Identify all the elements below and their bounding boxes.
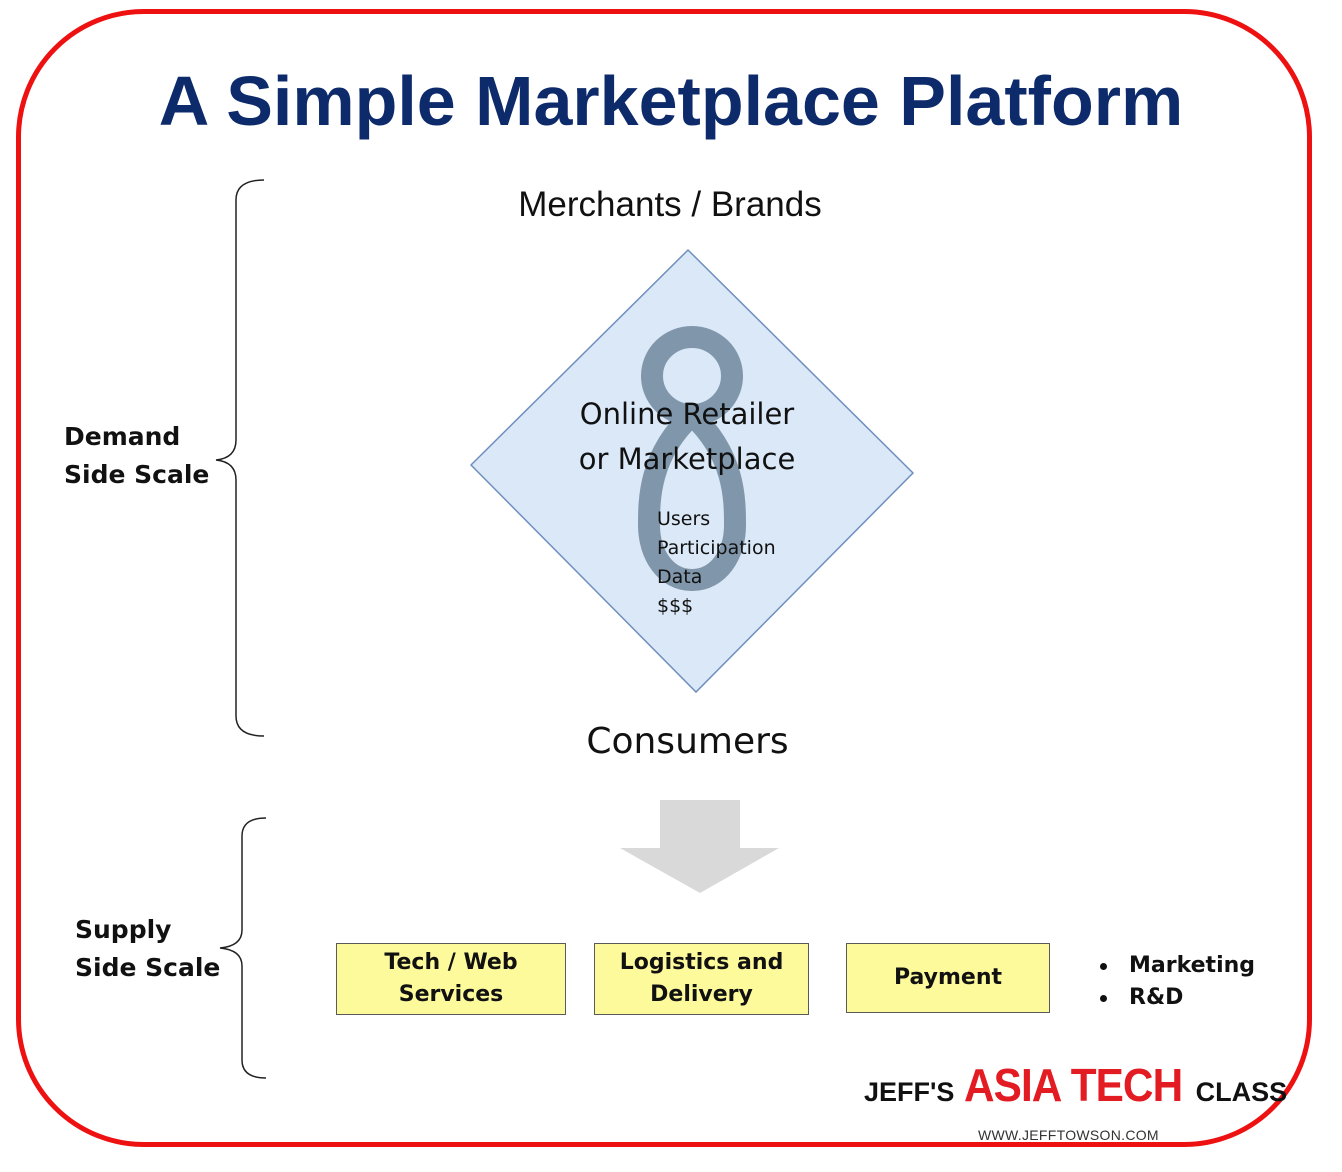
demand-label-line1: Demand bbox=[64, 422, 181, 451]
demand-brace bbox=[215, 179, 265, 737]
supply-label-line1: Supply bbox=[75, 915, 172, 944]
metric-data: Data bbox=[657, 566, 703, 588]
network-loop-icon bbox=[637, 326, 747, 592]
demand-side-label: Demand Side Scale bbox=[64, 418, 209, 494]
logistics-delivery-label: Logistics and Delivery bbox=[619, 950, 784, 1007]
metric-participation: Participation bbox=[657, 537, 776, 559]
metric-users: Users bbox=[657, 508, 711, 530]
platform-diamond bbox=[469, 248, 915, 694]
extra-scale-list: Marketing R&D bbox=[1096, 950, 1255, 1014]
consumers-node: Consumers bbox=[586, 721, 789, 762]
metric-money: $$$ bbox=[657, 595, 694, 617]
supply-brace bbox=[219, 817, 267, 1079]
brand-logo: JEFF'S ASIA TECH CLASS bbox=[864, 1058, 1287, 1112]
list-item-marketing: Marketing bbox=[1096, 950, 1255, 982]
demand-label-line2: Side Scale bbox=[64, 460, 210, 489]
supply-label-line2: Side Scale bbox=[75, 953, 221, 982]
tech-web-services-box: Tech / Web Services bbox=[336, 943, 566, 1015]
payment-label: Payment bbox=[893, 965, 1003, 990]
brand-asia-tech: ASIA TECH bbox=[964, 1059, 1183, 1111]
network-metrics: Users Participation Data $$$ bbox=[657, 505, 776, 621]
platform-label: Online Retailer or Marketplace bbox=[520, 392, 854, 482]
list-item-rd: R&D bbox=[1096, 982, 1255, 1014]
brand-class: CLASS bbox=[1195, 1077, 1288, 1107]
brand-url: WWW.JEFFTOWSON.COM bbox=[978, 1127, 1159, 1143]
tech-web-services-label: Tech / Web Services bbox=[384, 950, 518, 1007]
slide-frame bbox=[16, 9, 1312, 1147]
brand-jeffs: JEFF'S bbox=[864, 1077, 955, 1107]
payment-box: Payment bbox=[846, 943, 1050, 1013]
platform-label-line2: or Marketplace bbox=[578, 442, 796, 476]
logistics-delivery-box: Logistics and Delivery bbox=[594, 943, 809, 1015]
down-arrow bbox=[620, 800, 779, 893]
merchants-brands-node: Merchants / Brands bbox=[518, 185, 822, 224]
platform-label-line1: Online Retailer bbox=[579, 397, 795, 431]
slide-title: A Simple Marketplace Platform bbox=[158, 62, 1184, 140]
supply-side-label: Supply Side Scale bbox=[75, 911, 220, 987]
